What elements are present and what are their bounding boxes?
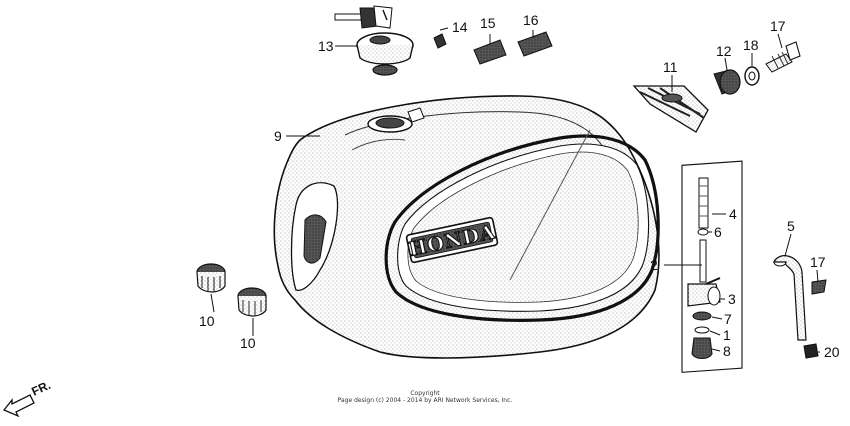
leader-lines — [210, 27, 820, 353]
callout-4: 4 — [729, 206, 737, 222]
callout-9: 9 — [274, 128, 282, 144]
callout-14: 14 — [452, 19, 468, 35]
tank-rubber-pad — [632, 85, 709, 133]
callout-5: 5 — [787, 218, 795, 234]
copyright-notice: Copyright Page design (c) 2004 - 2014 by… — [0, 390, 850, 404]
front-arrow-icon — [2, 394, 35, 418]
callout-numbers: 9 10 10 13 14 15 16 11 12 18 16 17 2 4 6… — [199, 12, 840, 360]
callout-12: 12 — [716, 43, 732, 59]
callout-2: 2 — [650, 257, 658, 273]
copyright-line-2: Page design (c) 2004 - 2014 by ARI Netwo… — [337, 397, 513, 404]
callout-19: 18 — [743, 37, 759, 53]
fuel-cap — [334, 5, 414, 76]
fuel-tank — [273, 95, 660, 359]
hose-clip-18 — [811, 279, 827, 295]
callout-18: 17 — [810, 254, 826, 270]
callout-17b: 17 — [770, 18, 786, 34]
cap-10-left — [196, 263, 226, 293]
washer-19 — [744, 66, 760, 86]
hose-clip-20 — [803, 343, 819, 359]
callout-8: 8 — [723, 343, 731, 359]
collar-12 — [713, 69, 741, 95]
callout-20: 20 — [824, 344, 840, 360]
sticker-16 — [517, 31, 553, 57]
fuel-hose — [773, 255, 807, 341]
copyright-line-1: Copyright — [410, 390, 440, 397]
callout-7: 7 — [724, 311, 732, 327]
callout-6: 6 — [714, 224, 722, 240]
bolt-17 — [765, 41, 801, 73]
callout-1: 1 — [723, 327, 731, 343]
callout-13: 13 — [318, 38, 334, 54]
callout-16: 16 — [523, 12, 539, 28]
callout-15: 15 — [480, 15, 496, 31]
callout-10-left: 10 — [199, 313, 215, 329]
screw-14 — [433, 33, 447, 49]
fuel-valve-assembly — [681, 160, 743, 373]
callout-11: 11 — [663, 59, 678, 75]
sticker-15 — [473, 39, 507, 65]
callout-3: 3 — [728, 291, 736, 307]
callout-10-right: 10 — [240, 335, 256, 351]
cap-10-right — [237, 287, 267, 317]
